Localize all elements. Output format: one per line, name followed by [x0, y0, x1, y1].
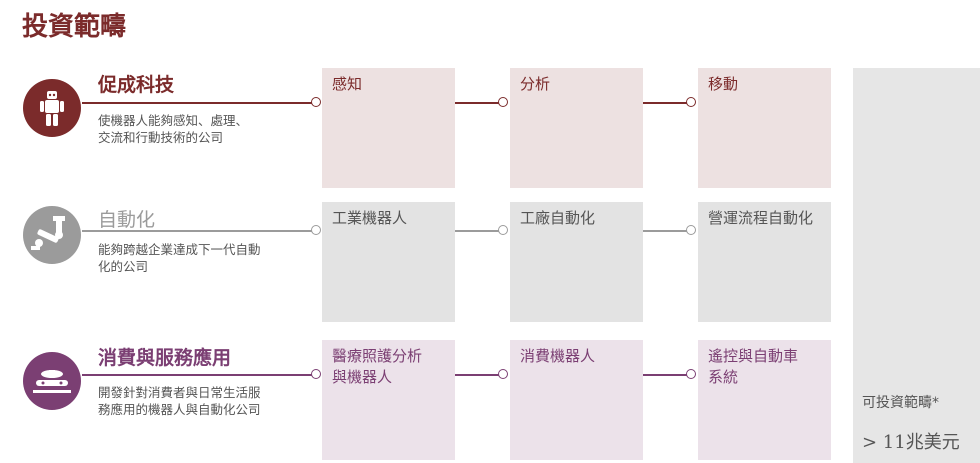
investable-universe-panel [853, 68, 980, 463]
segment-consumer-robots[interactable]: 消費機器人 [510, 340, 643, 460]
connector-node [686, 225, 696, 235]
investable-universe-label: 可投資範疇* [862, 395, 939, 411]
connector-line [643, 374, 693, 376]
connector-line [82, 102, 315, 104]
segment-sensing[interactable]: 感知 [322, 68, 455, 188]
segment-mobility[interactable]: 移動 [698, 68, 831, 188]
connector-node [311, 97, 321, 107]
segment-autonomous-vehicles[interactable]: 遙控與自動車 系統 [698, 340, 831, 460]
category-description-enabling-tech: 使機器人能夠感知、處理、 交流和行動技術的公司 [98, 113, 249, 145]
connector-node [498, 97, 508, 107]
connector-node [311, 369, 321, 379]
category-description-consumer-services: 開發針對消費者與日常生活服 務應用的機器人與自動化公司 [98, 385, 261, 417]
segment-industrial-robots[interactable]: 工業機器人 [322, 202, 455, 322]
connector-node [498, 225, 508, 235]
robotic-arm-icon [23, 206, 81, 264]
connector-node [498, 369, 508, 379]
segment-healthcare-robots[interactable]: 醫療照護分析 與機器人 [322, 340, 455, 460]
connector-line [455, 374, 505, 376]
segment-process-automation[interactable]: 營運流程自動化 [698, 202, 831, 322]
segment-analysis[interactable]: 分析 [510, 68, 643, 188]
robot-icon [23, 79, 81, 137]
category-title-automation: 自動化 [98, 209, 156, 231]
connector-node [686, 97, 696, 107]
connector-line [455, 230, 505, 232]
segment-factory-automation[interactable]: 工廠自動化 [510, 202, 643, 322]
connector-line [643, 230, 693, 232]
connector-line [82, 374, 315, 376]
consumer-robot-icon [23, 352, 81, 410]
connector-line [82, 230, 315, 232]
page-title: 投資範疇 [22, 12, 127, 42]
connector-line [455, 102, 505, 104]
category-title-enabling-tech: 促成科技 [98, 74, 175, 96]
connector-node [686, 369, 696, 379]
category-description-automation: 能夠跨越企業達成下一代自動 化的公司 [98, 242, 261, 274]
connector-line [643, 102, 693, 104]
category-title-consumer-services: 消費與服務應用 [98, 347, 232, 369]
connector-node [311, 225, 321, 235]
investable-universe-value: > 11兆美元 [862, 432, 960, 453]
